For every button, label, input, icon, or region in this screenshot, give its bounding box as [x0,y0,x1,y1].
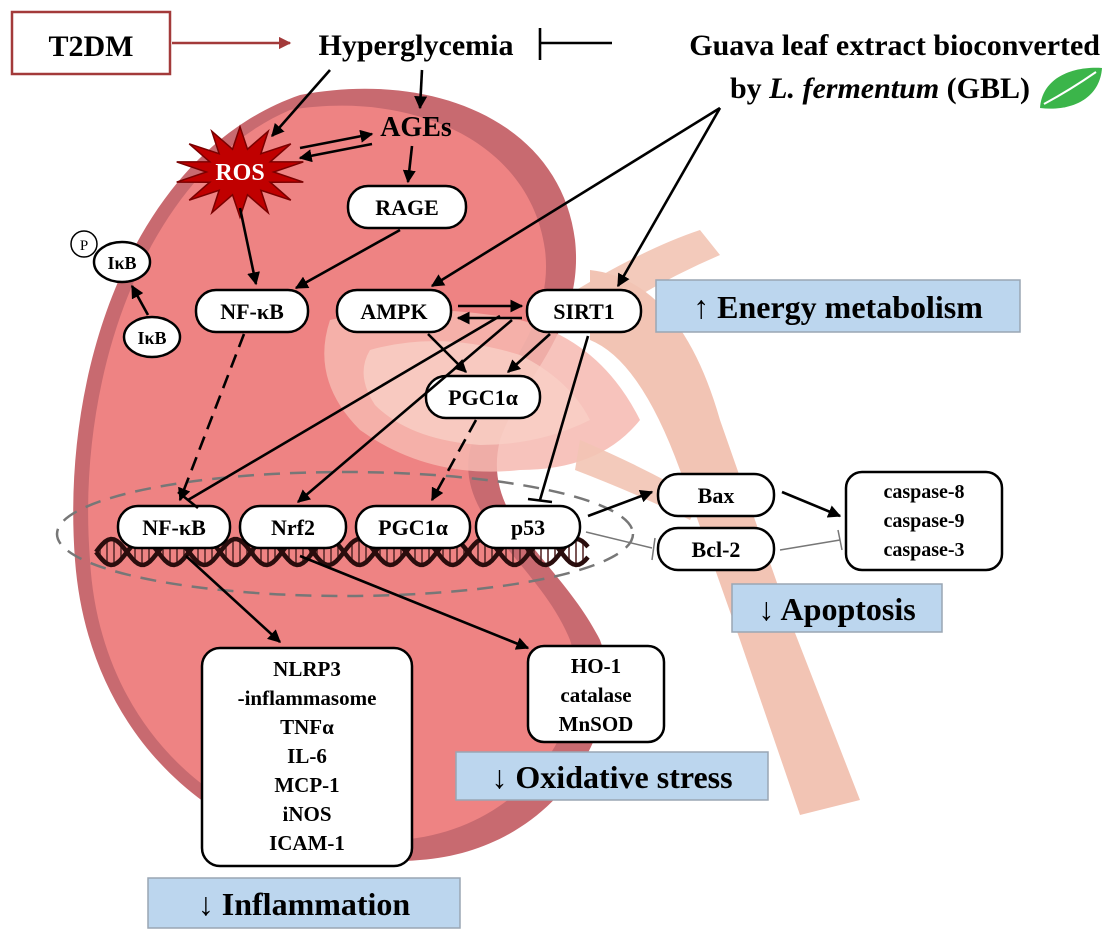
ros-burst: ROS [176,124,304,220]
arrow-hyper-ages [414,69,428,110]
gene-ho1: HO-1 [571,654,621,678]
arrow-p53-bax [587,490,654,518]
leaf-icon [1040,67,1102,109]
ikb-phos-label: IκB [107,253,136,273]
bcl2-label: Bcl-2 [692,537,741,562]
nfkb-cyto-box [194,288,310,334]
inflammation-banner [147,877,461,929]
pgc1a-nuc-box [354,504,472,550]
arrow-pgc1a-nuclear [430,419,478,502]
bax-label: Bax [698,483,735,508]
apoptosis-label: ↓ Apoptosis [758,591,915,627]
p53-label: p53 [511,515,545,540]
gene-icam1: ICAM-1 [269,831,345,855]
oxidative-banner [455,751,769,801]
nrf2-box [238,504,348,550]
arrow-rage-nfkb [294,228,401,290]
energy-label: ↑ Energy metabolism [693,289,983,325]
arrow-ages-rage [402,145,416,184]
pgc1a-cyto-label: PGC1α [448,385,518,410]
gene-inflammasome: -inflammasome [238,686,377,710]
gene-inos: iNOS [282,802,331,826]
pgc1a-nuc-label: PGC1α [378,515,448,540]
arrow-ros-nfkb [238,207,260,286]
inflammation-genes-box [200,646,414,868]
gene-tnfa: TNFα [280,715,334,739]
nrf2-label: Nrf2 [271,515,315,540]
rage-box [346,184,468,230]
nfkb-nuc-box [116,504,232,550]
rage-label: RAGE [375,195,439,220]
arrow-gbl-ampk [430,106,721,288]
t2dm-box [10,10,172,76]
ampk-label: AMPK [360,299,427,324]
ikb-label: IκB [137,328,166,348]
gene-mnsod: MnSOD [559,712,634,736]
gene-mcp1: MCP-1 [274,773,339,797]
inflammation-label: ↓ Inflammation [198,886,411,922]
arrow-hyper-ros [271,69,331,137]
arrow-dna-antioxidant [299,554,530,650]
sirt1-box [525,288,643,334]
ikb-node [122,315,182,359]
pgc1a-cyto-box [424,374,542,420]
inhibit-bcl2-caspase-bar [837,529,843,551]
arrow-ros-ages [299,129,374,150]
pathway-arrows [130,69,843,650]
ages-label: AGEs [380,112,452,143]
caspase-box [844,470,1004,572]
ikb-phos-node [92,240,152,284]
arrow-gbl-sirt1 [616,107,722,288]
oxidative-label: ↓ Oxidative stress [491,759,732,795]
inhibit-bcl2-caspase [779,539,841,551]
arrow-bax-caspase [781,490,842,518]
inhibit-ampk-nfkb [187,314,501,502]
inhibit-p53-bcl2-bar [651,537,656,561]
bcl2-box [656,526,776,572]
p53-box [474,504,582,550]
ros-label: ROS [215,160,264,186]
hyperglycemia-label: Hyperglycemia [319,29,514,62]
gbl-line1: Guava leaf extract bioconverted [689,29,1100,62]
antioxidant-genes-box [526,644,666,744]
inhibit-sirt1-p53 [538,335,590,501]
arrow-dna-inflammation [185,555,281,643]
ampk-box [335,288,453,334]
arrow-ampk-nrf2 [297,319,513,503]
inhibit-sirt1-p53-bar [527,497,553,504]
phosphate-label: P [80,238,88,254]
arrow-sirt1-pgc1a [507,333,551,373]
gene-il6: IL-6 [287,744,327,768]
caspase-3-label: caspase-3 [883,539,964,561]
sirt1-label: SIRT1 [553,299,615,324]
apoptosis-banner [731,583,943,633]
nfkb-cyto-label: NF-κB [220,299,284,324]
inhibit-p53-bcl2 [585,531,653,549]
caspase-9-label: caspase-9 [883,510,964,532]
bax-box [656,472,776,518]
gbl-species: L. fermentum [768,72,939,105]
caspase-8-label: caspase-8 [883,481,964,503]
arrow-nfkb-nuclear [178,333,246,502]
inhibit-ampk-nfkb-bar [177,490,199,510]
phosphate-circle [70,230,98,258]
gene-nlrp3: NLRP3 [273,657,341,681]
energy-banner [655,279,1021,333]
gbl-line2: by L. fermentum (GBL) [730,72,1030,105]
t2dm-label: T2DM [49,30,134,63]
nfkb-nuc-label: NF-κB [142,515,206,540]
arrow-ages-ros [298,142,373,163]
nucleus-boundary [55,470,635,598]
arrow-ikb-phos [130,284,150,316]
gene-catalase: catalase [560,683,631,707]
